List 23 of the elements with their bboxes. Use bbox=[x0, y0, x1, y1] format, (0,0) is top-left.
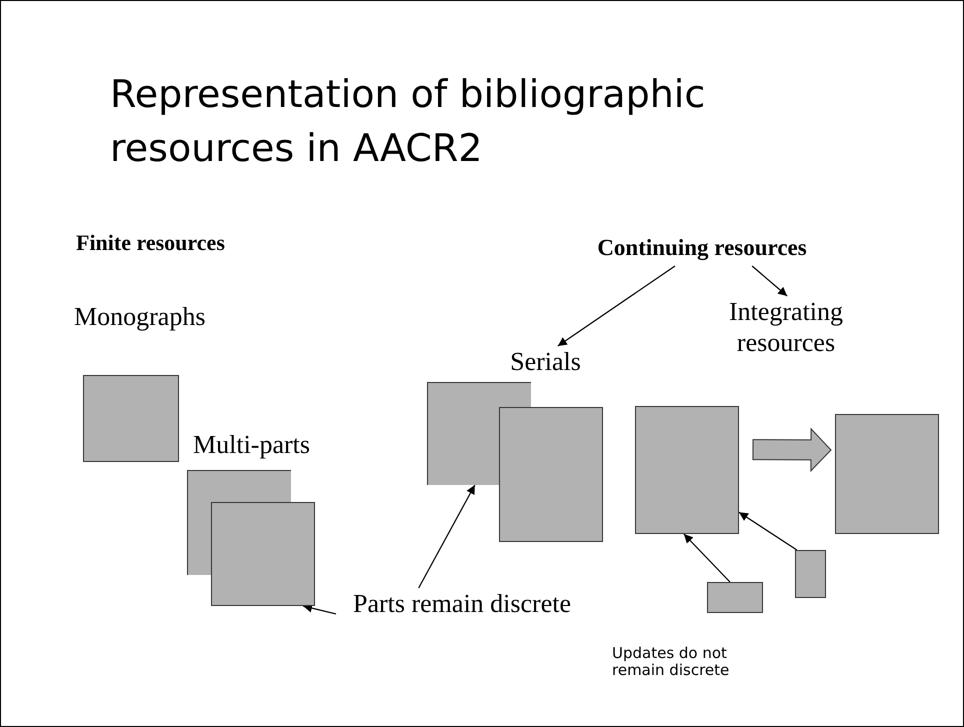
category-heading: Continuing resources bbox=[552, 234, 852, 266]
arrow bbox=[558, 266, 676, 346]
arrow bbox=[683, 534, 730, 582]
page-box bbox=[707, 582, 763, 613]
section-heading: Finite resources bbox=[76, 230, 225, 256]
page-box bbox=[835, 414, 939, 534]
page-box bbox=[635, 406, 739, 534]
title: Representation of bibliographic resources in AACR2 bbox=[110, 71, 706, 172]
page-box bbox=[795, 550, 826, 598]
annotation-text: Parts remain discrete bbox=[336, 588, 588, 624]
category-label: Multi-parts bbox=[193, 430, 310, 460]
page-box bbox=[83, 375, 179, 462]
node-label: Serials bbox=[498, 346, 593, 380]
arrow bbox=[752, 266, 788, 296]
page-box bbox=[211, 502, 315, 606]
category-label: Monographs bbox=[74, 302, 206, 332]
page-box bbox=[499, 407, 603, 542]
block-arrow bbox=[752, 428, 832, 472]
note-text: Updates do not remain discrete bbox=[612, 645, 730, 680]
arrow bbox=[302, 604, 336, 614]
node-label: Integrating resources bbox=[706, 296, 866, 360]
arrow bbox=[418, 484, 476, 588]
arrow bbox=[738, 512, 798, 550]
